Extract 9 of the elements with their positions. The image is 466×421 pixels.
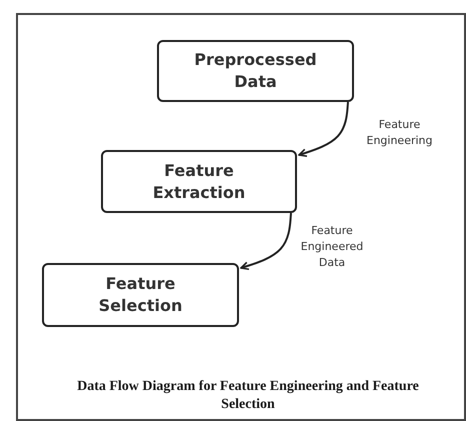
curved-arrow — [298, 102, 349, 157]
node-label: Preprocessed Data — [193, 49, 318, 93]
node-label: Feature Extraction — [152, 160, 246, 204]
process-box — [42, 263, 239, 327]
caption: Data Flow Diagram for Feature Engineering and Feature Selection — [76, 378, 420, 414]
curved-arrow — [240, 212, 292, 270]
process-box — [157, 40, 354, 102]
node-label: Feature Selection — [98, 273, 184, 317]
process-box — [101, 150, 297, 213]
